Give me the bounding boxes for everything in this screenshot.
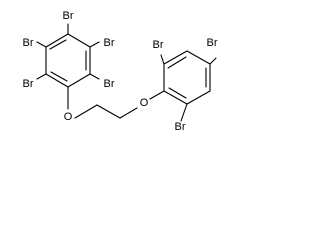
bromine-atom-label: Br <box>104 37 115 49</box>
bond <box>89 41 100 48</box>
bond <box>45 73 69 88</box>
molecule-structure: Br Br Br Br Br O O Br Br Br <box>23 10 218 133</box>
bond <box>74 104 98 119</box>
double-bond <box>168 87 187 99</box>
bond <box>186 90 211 105</box>
bond <box>36 41 47 48</box>
double-bond <box>50 71 68 82</box>
bond <box>96 104 121 119</box>
oxygen-atom-label: O <box>64 111 73 123</box>
bromine-atom-label: Br <box>104 78 115 90</box>
bond <box>89 73 100 80</box>
right-benzene-ring <box>163 50 211 105</box>
bond <box>163 50 188 65</box>
double-bond <box>167 56 187 69</box>
bond <box>36 73 47 80</box>
bond <box>67 33 91 48</box>
bond <box>45 33 69 48</box>
bromine-atom-label: Br <box>153 39 164 51</box>
bond <box>67 73 91 88</box>
bromine-atom-label: Br <box>63 10 74 22</box>
bromine-atom-label: Br <box>207 37 218 49</box>
bond <box>180 103 188 122</box>
bond <box>163 90 188 105</box>
bromine-atom-label: Br <box>23 37 34 49</box>
bond <box>149 90 165 100</box>
bond <box>186 50 211 65</box>
bond <box>209 57 217 65</box>
left-benzene-ring <box>45 33 91 88</box>
bromine-atom-label: Br <box>175 121 186 133</box>
double-bond <box>49 39 67 50</box>
bond <box>119 107 138 119</box>
bond <box>160 54 165 65</box>
bromine-atom-label: Br <box>23 78 34 90</box>
oxygen-atom-label: O <box>140 97 149 109</box>
